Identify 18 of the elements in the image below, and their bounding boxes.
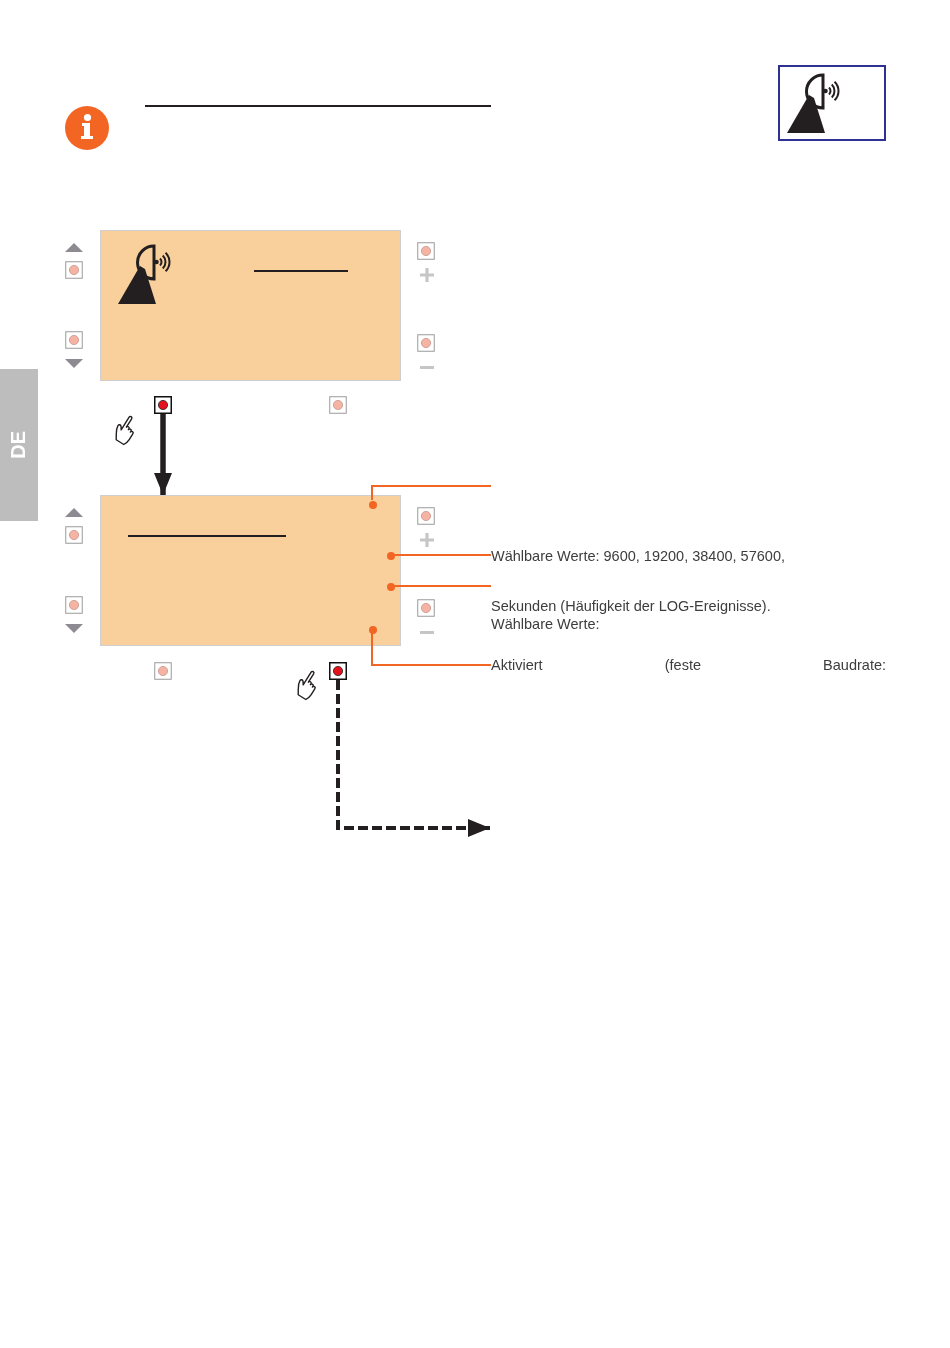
callout-text: Sekunden (Häufigkeit der LOG-Ereignisse). Wählbare Werte:	[491, 598, 771, 632]
callout-dot-icon	[387, 583, 395, 591]
arrow	[154, 414, 172, 495]
dashed-arrow	[336, 680, 490, 837]
push-button-icon	[154, 396, 172, 414]
leader-line	[371, 632, 492, 666]
callout-text: Aktiviert (feste Baudrate:	[491, 656, 886, 675]
callout-dot-icon	[369, 501, 377, 509]
leader-line	[393, 585, 492, 587]
callout-text: Wählbare Werte: 9600, 19200, 38400, 57600,	[491, 548, 785, 564]
leader-line	[393, 554, 492, 556]
push-button-icon	[329, 662, 347, 680]
display-screen	[100, 230, 401, 381]
callout-dot-icon	[369, 626, 377, 634]
language-label: DE	[8, 431, 29, 459]
callout-dot-icon	[387, 552, 395, 560]
leader-line	[371, 485, 492, 501]
display-screen	[100, 495, 401, 646]
